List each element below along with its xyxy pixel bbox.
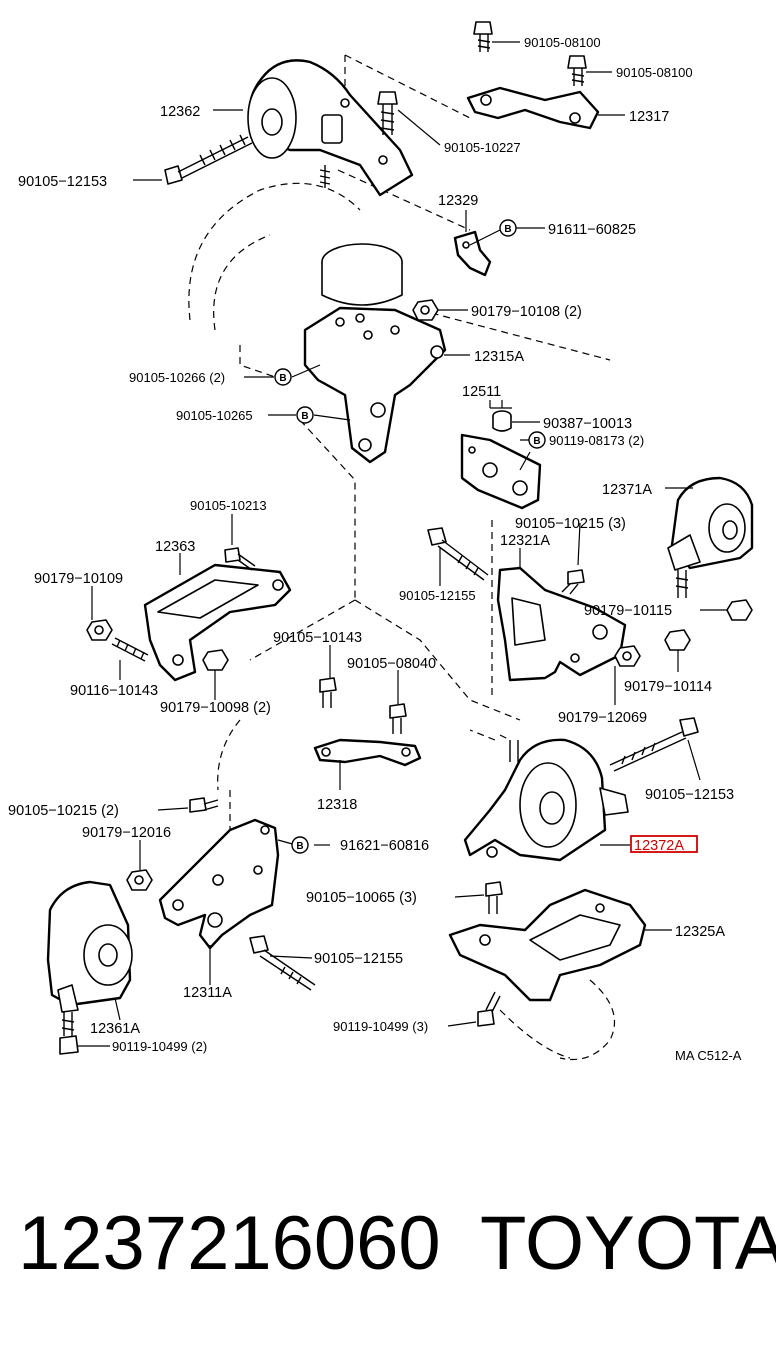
label-90179-10114: 90179−10114 <box>624 679 712 695</box>
nut-90179-10114 <box>664 629 691 651</box>
svg-text:B: B <box>296 841 303 852</box>
part-number-caption: 1237216060 <box>18 1201 441 1286</box>
label-12329: 12329 <box>438 193 478 209</box>
label-90105-08100-b: 90105-08100 <box>616 65 693 80</box>
part-12329 <box>453 230 492 277</box>
part-12311A <box>158 818 280 950</box>
bolt-90105-10143 <box>319 677 337 708</box>
label-90105-12153-right: 90105−12153 <box>645 787 734 803</box>
label-91621-60816: 91621−60816 <box>340 838 429 854</box>
stud-90116-10143 <box>111 637 149 662</box>
part-12315A <box>303 243 447 464</box>
cap-90387-10013 <box>492 410 512 432</box>
part-12317 <box>466 86 600 130</box>
b-badge-90119-08173: B <box>528 431 546 449</box>
nut-90179-10115 <box>726 599 753 621</box>
label-90105-12153-top: 90105−12153 <box>18 174 107 190</box>
b-badge-91611-60825: B <box>499 219 517 237</box>
label-12371A: 12371A <box>602 482 652 498</box>
make-caption: TOYOTA <box>480 1201 776 1286</box>
part-12318 <box>313 738 422 767</box>
part-12363 <box>143 563 292 682</box>
label-12321A: 12321A <box>500 533 550 549</box>
bolt-90105-10213 <box>224 547 256 571</box>
label-90105-08040: 90105−08040 <box>347 656 436 672</box>
label-12363: 12363 <box>155 539 195 555</box>
label-90105-12155-upper: 90105-12155 <box>399 588 476 603</box>
bolt-90105-08040 <box>389 703 407 734</box>
label-12511: 12511 <box>462 384 501 400</box>
svg-text:B: B <box>504 224 511 235</box>
label-90179-10109: 90179−10109 <box>34 571 123 587</box>
label-90105-10215-two: 90105−10215 (2) <box>8 803 119 819</box>
label-12325A: 12325A <box>675 924 725 940</box>
label-12315A: 12315A <box>474 349 524 365</box>
highlight-box-12372A <box>630 835 698 853</box>
label-90179-12069: 90179−12069 <box>558 710 647 726</box>
part-12361A <box>46 880 133 1055</box>
svg-text:B: B <box>301 411 308 422</box>
label-90179-10108: 90179−10108 (2) <box>471 304 582 320</box>
svg-text:B: B <box>279 373 286 384</box>
label-90119-08173: 90119-08173 (2) <box>549 433 644 448</box>
bolt-90105-08100-a <box>473 21 493 52</box>
engine-outline <box>188 182 616 1061</box>
bolt-90105-12153-right <box>609 717 699 772</box>
parts-diagram: B B B B B 12362 90105−12153 90105-08100 … <box>8 21 754 1063</box>
svg-text:B: B <box>533 436 540 447</box>
label-diagram-reference: MA C512-A <box>675 1048 742 1063</box>
label-91611-60825: 91611−60825 <box>548 222 636 238</box>
label-12361A: 12361A <box>90 1021 140 1037</box>
label-90105-10065: 90105−10065 (3) <box>306 890 417 906</box>
label-90105-08100-a: 90105-08100 <box>524 35 601 50</box>
label-90105-10213: 90105-10213 <box>190 498 267 513</box>
part-12362 <box>247 59 414 197</box>
label-90105-10143: 90105−10143 <box>273 630 362 646</box>
nut-90179-10109 <box>86 619 113 641</box>
label-90179-10098: 90179−10098 (2) <box>160 700 271 716</box>
part-12371A <box>667 476 754 598</box>
bolt-90105-10227 <box>377 91 398 135</box>
b-badge-91621-60816: B <box>291 836 309 854</box>
label-90116-10143: 90116−10143 <box>70 683 158 699</box>
label-90119-10499-three: 90119-10499 (3) <box>333 1019 428 1034</box>
b-badge-90105-10265: B <box>296 406 314 424</box>
nut-90179-10108 <box>412 299 439 321</box>
label-12311A: 12311A <box>183 985 232 1001</box>
bolt-90105-12155-lower <box>249 935 316 991</box>
label-12317: 12317 <box>629 109 669 125</box>
label-90105-10215-three: 90105−10215 (3) <box>515 516 626 532</box>
bolt-90105-10215-two <box>189 797 219 813</box>
bolt-90105-10215-three <box>561 569 585 595</box>
label-90179-10115: 90179−10115 <box>584 603 672 619</box>
bolt-90105-12155-upper <box>427 527 489 581</box>
nut-90179-12016 <box>126 869 153 891</box>
label-90119-10499-two: 90119-10499 (2) <box>112 1039 207 1054</box>
nut-90179-12069 <box>614 645 641 667</box>
bolt-90105-08100-b <box>567 55 587 86</box>
label-90105-10265: 90105-10265 <box>176 408 253 423</box>
label-90387-10013: 90387−10013 <box>543 416 632 432</box>
label-12318: 12318 <box>317 797 357 813</box>
label-12372A: 12372A <box>634 838 684 854</box>
part-12372A <box>463 738 629 862</box>
bolt-90105-10065 <box>485 881 503 914</box>
bolt-90105-12153-top <box>164 134 253 185</box>
label-90105-12155-lower: 90105−12155 <box>314 951 403 967</box>
label-90105-10227: 90105-10227 <box>444 140 521 155</box>
label-12362: 12362 <box>160 104 200 120</box>
assembly-guide-lines <box>217 54 611 1059</box>
part-12325A <box>448 888 647 1002</box>
part-labels: 12362 90105−12153 90105-08100 90105-0810… <box>8 35 742 1063</box>
b-badge-90105-10266: B <box>274 368 292 386</box>
footer-caption: 1237216060 TOYOTA <box>18 1200 776 1310</box>
part-12511 <box>460 433 542 510</box>
part-12321A <box>496 566 627 682</box>
label-90179-12016: 90179−12016 <box>82 825 171 841</box>
bolt-90119-10499-three <box>477 991 501 1027</box>
nut-90179-10098 <box>202 649 229 671</box>
label-90105-10266: 90105-10266 (2) <box>129 370 225 385</box>
